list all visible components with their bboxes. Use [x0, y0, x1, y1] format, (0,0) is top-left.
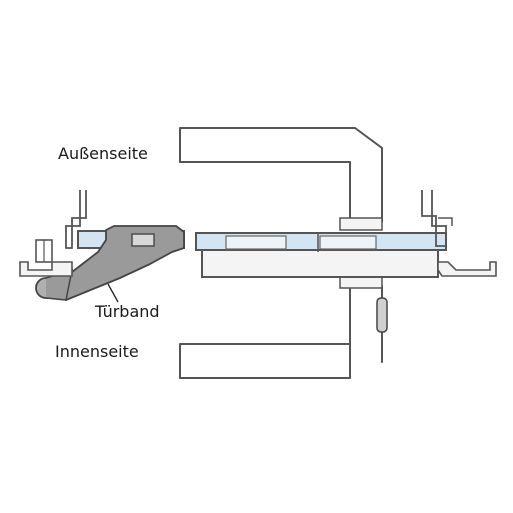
- lock-clamp-plate-1: [225, 235, 287, 250]
- strike-plate: [437, 261, 497, 277]
- label-inside: Innenseite: [55, 342, 139, 361]
- outside-door-handle: [179, 127, 383, 223]
- right-frame-profile: [421, 190, 447, 247]
- left-frame-profile-top: [65, 190, 87, 249]
- hinge-leader-line: [107, 283, 119, 303]
- lock-clamp-plate-2: [319, 235, 377, 250]
- lock-case: [201, 249, 439, 278]
- label-outside: Außenseite: [58, 144, 148, 163]
- hinge-clamp-block: [131, 233, 155, 247]
- inside-handle-fill: [351, 287, 381, 377]
- outside-handle-neck: [339, 217, 383, 231]
- lock-knob: [376, 297, 388, 333]
- right-frame-tab: [438, 217, 453, 226]
- left-frame-profile-bottom: [19, 261, 73, 277]
- hinge-body: [57, 225, 185, 301]
- label-hinge: Türband: [95, 302, 160, 321]
